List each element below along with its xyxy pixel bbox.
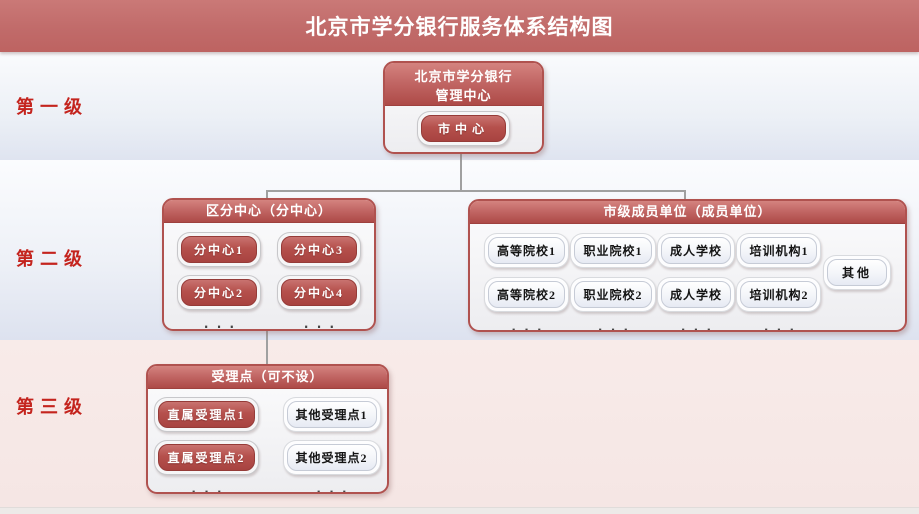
- direct-acceptance-2-button[interactable]: 直属受理点2: [158, 444, 255, 471]
- training-2-button[interactable]: 培训机构2: [740, 281, 818, 308]
- member-column-adult-school: 成人学校 成人学校 ...: [656, 233, 735, 332]
- level-2-label: 第二级: [16, 249, 88, 269]
- college-2-button[interactable]: 高等院校2: [488, 281, 566, 308]
- member-units-box: 市级成员单位（成员单位） 高等院校1 高等院校2 ... 职业院校1 职业院校2…: [468, 199, 907, 332]
- member-column-training: 培训机构1 培训机构2 ...: [736, 233, 822, 332]
- direct-acceptance-column: 直属受理点1 直属受理点2 ...: [154, 397, 259, 494]
- direct-acceptance-ellipsis: ...: [189, 482, 229, 494]
- connector-horizontal: [266, 190, 686, 192]
- member-column-other: 其他: [822, 233, 891, 311]
- branch-center-4-button[interactable]: 分中心4: [281, 279, 357, 306]
- college-column-ellipsis: ...: [509, 320, 549, 332]
- adult-school-2-button[interactable]: 成人学校: [660, 281, 731, 308]
- level-3-band: [0, 340, 919, 507]
- member-column-vocational: 职业院校1 职业院校2 ...: [570, 233, 656, 332]
- acceptance-points-box: 受理点（可不设） 直属受理点1 直属受理点2 ... 其他受理点1 其他受理点2…: [146, 364, 389, 494]
- branch-center-1-button[interactable]: 分中心1: [181, 236, 257, 263]
- management-center-title-line1: 北京市学分银行: [414, 69, 513, 84]
- connector-branch-to-acceptance: [266, 327, 268, 365]
- management-center-title-line2: 管理中心: [435, 88, 492, 103]
- other-unit-button[interactable]: 其他: [826, 258, 887, 286]
- management-center-box: 北京市学分银行 管理中心 市中心: [383, 61, 544, 154]
- vocational-column-ellipsis: ...: [596, 320, 635, 332]
- connector-members-drop: [684, 191, 686, 201]
- college-1-button[interactable]: 高等院校1: [488, 237, 566, 264]
- member-units-header: 市级成员单位（成员单位）: [470, 201, 905, 224]
- title-bar: 北京市学分银行服务体系结构图: [0, 0, 919, 52]
- training-1-button[interactable]: 培训机构1: [740, 237, 818, 264]
- level-3-label: 第三级: [16, 397, 88, 417]
- connector-center-down: [460, 150, 462, 191]
- vocational-2-button[interactable]: 职业院校2: [574, 281, 652, 308]
- city-center-button[interactable]: 市中心: [420, 115, 506, 142]
- city-center-button-ring: 市中心: [416, 111, 510, 146]
- branch-center-3-button[interactable]: 分中心3: [281, 236, 357, 263]
- branch-column-1-ellipsis: ...: [202, 317, 241, 331]
- level-1-label: 第一级: [16, 97, 88, 117]
- branch-column-1: 分中心1 分中心2 ...: [177, 232, 261, 331]
- member-column-colleges: 高等院校1 高等院校2 ...: [484, 233, 570, 332]
- vocational-1-button[interactable]: 职业院校1: [574, 237, 652, 264]
- adult-school-column-ellipsis: ...: [679, 320, 718, 332]
- branch-centers-header: 区分中心（分中心）: [164, 200, 374, 223]
- training-column-ellipsis: ...: [762, 320, 801, 332]
- page-title: 北京市学分银行服务体系结构图: [305, 16, 614, 39]
- other-acceptance-column: 其他受理点1 其他受理点2 ...: [282, 397, 381, 494]
- branch-column-2-ellipsis: ...: [302, 317, 341, 331]
- branch-centers-box: 区分中心（分中心） 分中心1 分中心2 ... 分中心3 分中心4 ...: [162, 198, 376, 331]
- other-acceptance-ellipsis: ...: [314, 482, 354, 494]
- other-acceptance-2-button[interactable]: 其他受理点2: [286, 444, 377, 471]
- direct-acceptance-1-button[interactable]: 直属受理点1: [158, 401, 255, 428]
- other-acceptance-1-button[interactable]: 其他受理点1: [286, 401, 377, 428]
- branch-column-2: 分中心3 分中心4 ...: [277, 232, 361, 331]
- adult-school-1-button[interactable]: 成人学校: [660, 237, 731, 264]
- management-center-header: 北京市学分银行 管理中心: [385, 63, 542, 106]
- bottom-strip: [0, 507, 919, 514]
- acceptance-points-header: 受理点（可不设）: [148, 366, 387, 389]
- connector-branch-drop: [266, 191, 268, 200]
- branch-center-2-button[interactable]: 分中心2: [181, 279, 257, 306]
